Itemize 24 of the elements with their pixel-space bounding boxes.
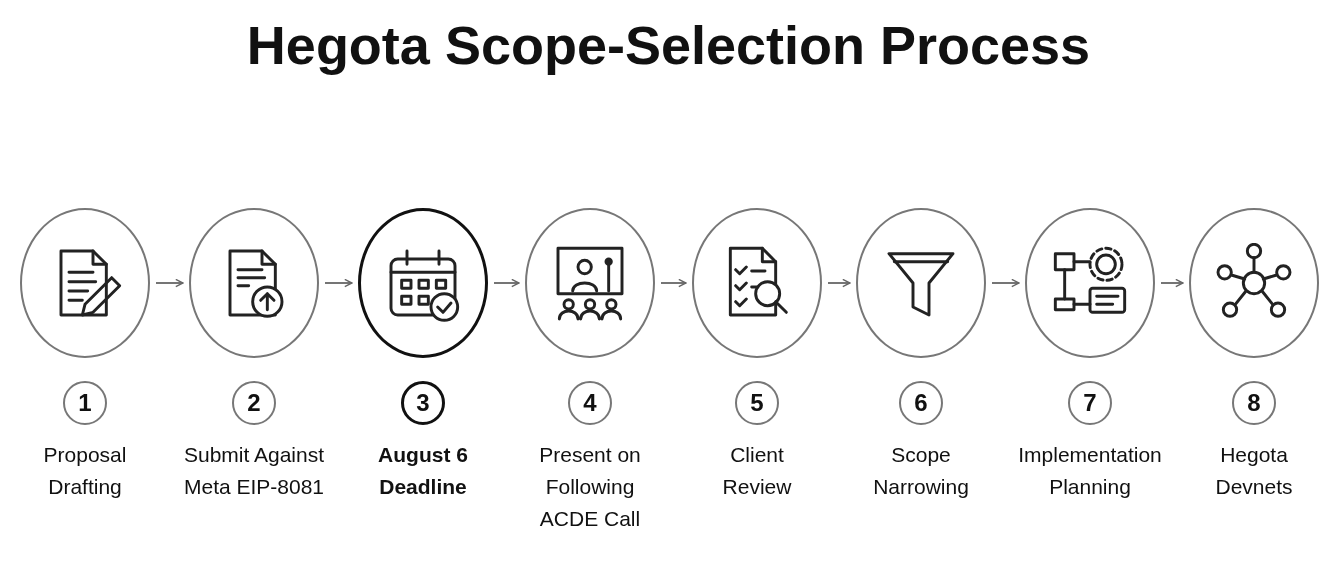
- arrow: [991, 278, 1020, 288]
- step-number: 5: [735, 381, 779, 425]
- step-label: Present on Following ACDE Call: [538, 442, 642, 532]
- title: Hegota Scope-Selection Process: [245, 14, 1092, 76]
- step-label: Hegota Devnets: [1214, 442, 1294, 500]
- arrow: [1160, 278, 1184, 288]
- step-label: Scope Narrowing: [872, 442, 970, 500]
- step-number: 6: [899, 381, 943, 425]
- step-label: Client Review: [721, 442, 793, 500]
- arrow: [827, 278, 851, 288]
- step-label: Proposal Drafting: [42, 442, 128, 500]
- step-number: 3: [401, 381, 445, 425]
- step-number: 8: [1232, 381, 1276, 425]
- step-number: 1: [63, 381, 107, 425]
- step-number: 2: [232, 381, 276, 425]
- step-number: 4: [568, 381, 612, 425]
- step-label: Implementation Planning: [1017, 442, 1163, 500]
- arrow: [493, 278, 520, 288]
- arrow: [660, 278, 687, 288]
- step-label: Submit Against Meta EIP-8081: [182, 442, 326, 500]
- step-number: 7: [1068, 381, 1112, 425]
- arrow: [155, 278, 184, 288]
- arrow: [324, 278, 353, 288]
- step-label: August 6 Deadline: [377, 442, 469, 500]
